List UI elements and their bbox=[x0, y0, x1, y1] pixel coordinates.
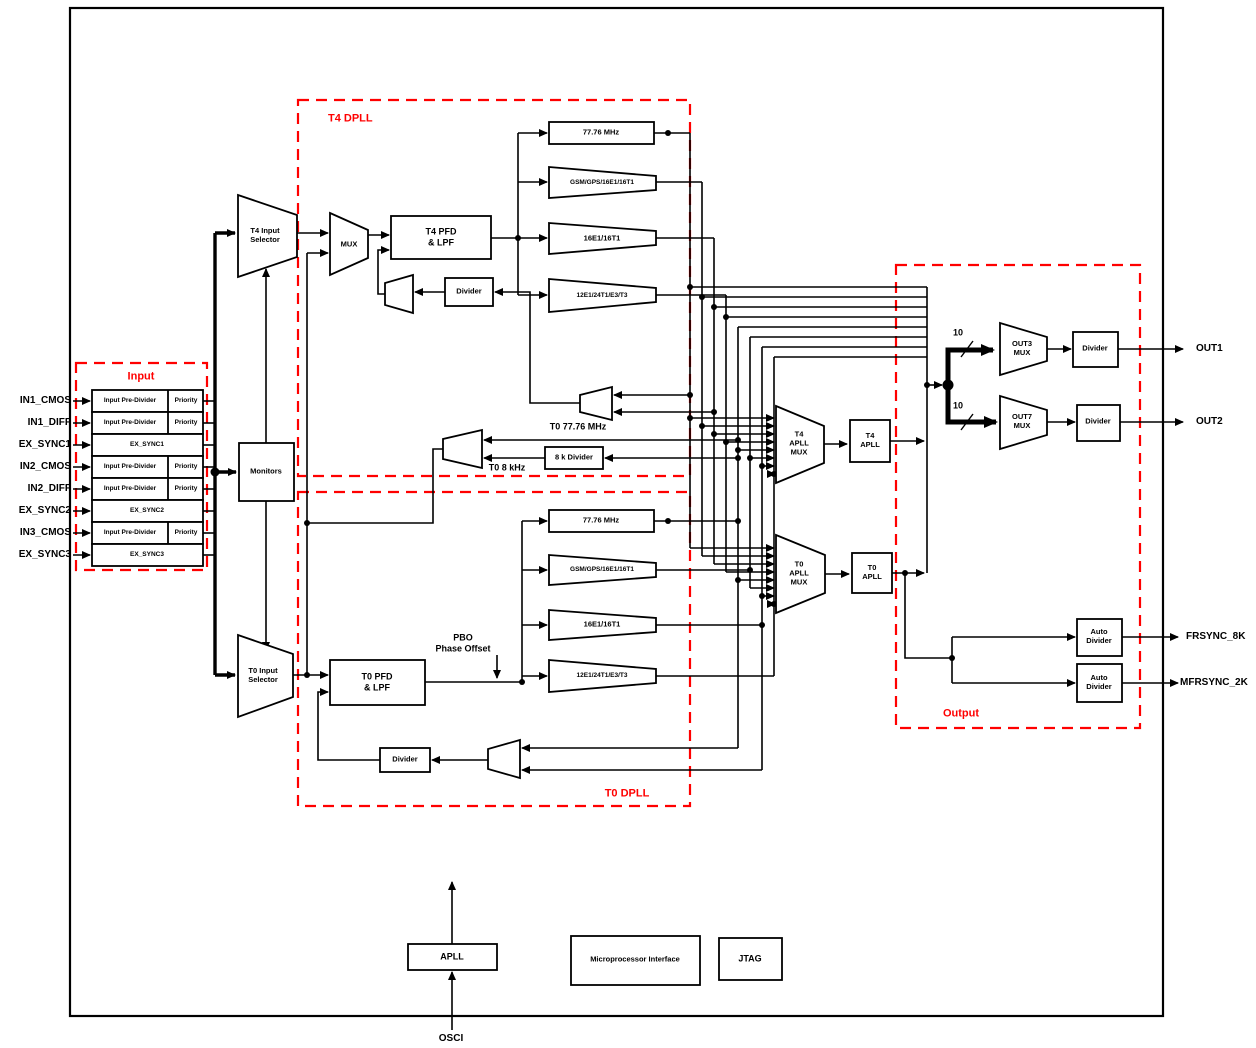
auto-divider-mfrsync: Auto Divider bbox=[1086, 673, 1112, 691]
pin-out2: OUT2 bbox=[1196, 416, 1223, 428]
t0-dpll-frame bbox=[296, 490, 692, 808]
bus-width-out3: 10 bbox=[952, 327, 964, 338]
section-frames bbox=[74, 98, 1142, 808]
t4-div-7776: 77.76 MHz bbox=[582, 127, 620, 137]
out1-divider: Divider bbox=[1082, 343, 1108, 353]
auto-divider-frsync: Auto Divider bbox=[1086, 627, 1112, 645]
input-row-priority: Priority bbox=[174, 529, 198, 537]
t4-pfd-lpf: T4 PFD & LPF bbox=[425, 226, 457, 247]
t4-div-16e1: 16E1/16T1 bbox=[583, 233, 621, 243]
input-row-prediv: Input Pre-Divider bbox=[103, 419, 157, 427]
monitors-block: Monitors bbox=[250, 466, 282, 476]
t0-div-16e1: 16E1/16T1 bbox=[583, 619, 621, 629]
t4-mux: MUX bbox=[340, 239, 358, 249]
t0-apll: T0 APLL bbox=[862, 563, 882, 581]
input-bus bbox=[213, 229, 237, 679]
t0-div-12e1: 12E1/24T1/E3/T3 bbox=[576, 672, 628, 680]
output-section-frame bbox=[894, 263, 1142, 730]
out3-mux: OUT3 MUX bbox=[1011, 339, 1033, 357]
t0-feedback-divider: Divider bbox=[392, 754, 418, 764]
t0-dpll-title: T0 DPLL bbox=[604, 787, 650, 800]
microprocessor-interface-block: Microprocessor Interface bbox=[590, 954, 680, 964]
pin-ex-sync2: EX_SYNC2 bbox=[18, 505, 71, 517]
divider-8k: 8 k Divider bbox=[555, 452, 593, 462]
input-row-exsync1: EX_SYNC1 bbox=[130, 441, 164, 449]
out7-mux: OUT7 MUX bbox=[1011, 412, 1033, 430]
pin-out1: OUT1 bbox=[1196, 343, 1223, 355]
pin-in3-cmos: IN3_CMOS bbox=[19, 527, 71, 539]
t4-divider: Divider bbox=[456, 286, 482, 296]
jtag-block: JTAG bbox=[738, 953, 762, 964]
t0-7776-wire-label: T0 77.76 MHz bbox=[549, 421, 607, 432]
apll-block: APLL bbox=[440, 951, 464, 962]
pin-osci: OSCI bbox=[438, 1033, 464, 1045]
pin-in2-diff: IN2_DIFF bbox=[27, 483, 71, 495]
junctions bbox=[210, 130, 955, 685]
pin-frsync-8k: FRSYNC_8K bbox=[1186, 631, 1246, 643]
t0-pfd-lpf: T0 PFD & LPF bbox=[361, 671, 393, 692]
input-row-exsync2: EX_SYNC2 bbox=[130, 507, 164, 515]
wires-thin bbox=[73, 129, 1184, 1030]
pin-in1-cmos: IN1_CMOS bbox=[19, 395, 71, 407]
output-bus bbox=[945, 344, 998, 428]
bus-width-ticks bbox=[960, 340, 974, 431]
block-shapes bbox=[91, 121, 1123, 986]
input-row-priority: Priority bbox=[174, 397, 198, 405]
t0-apll-mux: T0 APLL MUX bbox=[789, 559, 809, 587]
t4-apll-mux: T4 APLL MUX bbox=[789, 429, 809, 457]
chip-boundary bbox=[68, 6, 1165, 1018]
input-section-title: Input bbox=[127, 370, 155, 383]
input-row-priority: Priority bbox=[174, 485, 198, 493]
bus-width-out7: 10 bbox=[952, 400, 964, 411]
output-section-title: Output bbox=[942, 707, 980, 720]
input-row-prediv: Input Pre-Divider bbox=[103, 397, 157, 405]
input-row-exsync3: EX_SYNC3 bbox=[130, 551, 164, 559]
t4-input-selector: T4 Input Selector bbox=[250, 226, 280, 244]
t0-div-gsm: GSM/GPS/16E1/16T1 bbox=[570, 566, 634, 574]
input-row-prediv: Input Pre-Divider bbox=[103, 463, 157, 471]
t0-8k-wire-label: T0 8 kHz bbox=[488, 462, 526, 473]
pin-in1-diff: IN1_DIFF bbox=[27, 417, 71, 429]
input-row-priority: Priority bbox=[174, 419, 198, 427]
t0-div-7776: 77.76 MHz bbox=[582, 515, 620, 525]
t4-div-gsm: GSM/GPS/16E1/16T1 bbox=[570, 179, 634, 187]
t4-dpll-title: T4 DPLL bbox=[328, 112, 373, 125]
t0-input-selector: T0 Input Selector bbox=[248, 666, 278, 684]
pin-mfrsync-2k: MFRSYNC_2K bbox=[1180, 677, 1248, 689]
input-row-prediv: Input Pre-Divider bbox=[103, 485, 157, 493]
pin-ex-sync3: EX_SYNC3 bbox=[18, 549, 71, 561]
input-row-priority: Priority bbox=[174, 463, 198, 471]
pin-in2-cmos: IN2_CMOS bbox=[19, 461, 71, 473]
pbo-label: PBO Phase Offset bbox=[435, 632, 491, 653]
t4-apll: T4 APLL bbox=[860, 431, 880, 449]
pin-ex-sync1: EX_SYNC1 bbox=[18, 439, 71, 451]
input-row-prediv: Input Pre-Divider bbox=[103, 529, 157, 537]
t4-div-12e1: 12E1/24T1/E3/T3 bbox=[576, 292, 628, 300]
out2-divider: Divider bbox=[1085, 416, 1111, 426]
